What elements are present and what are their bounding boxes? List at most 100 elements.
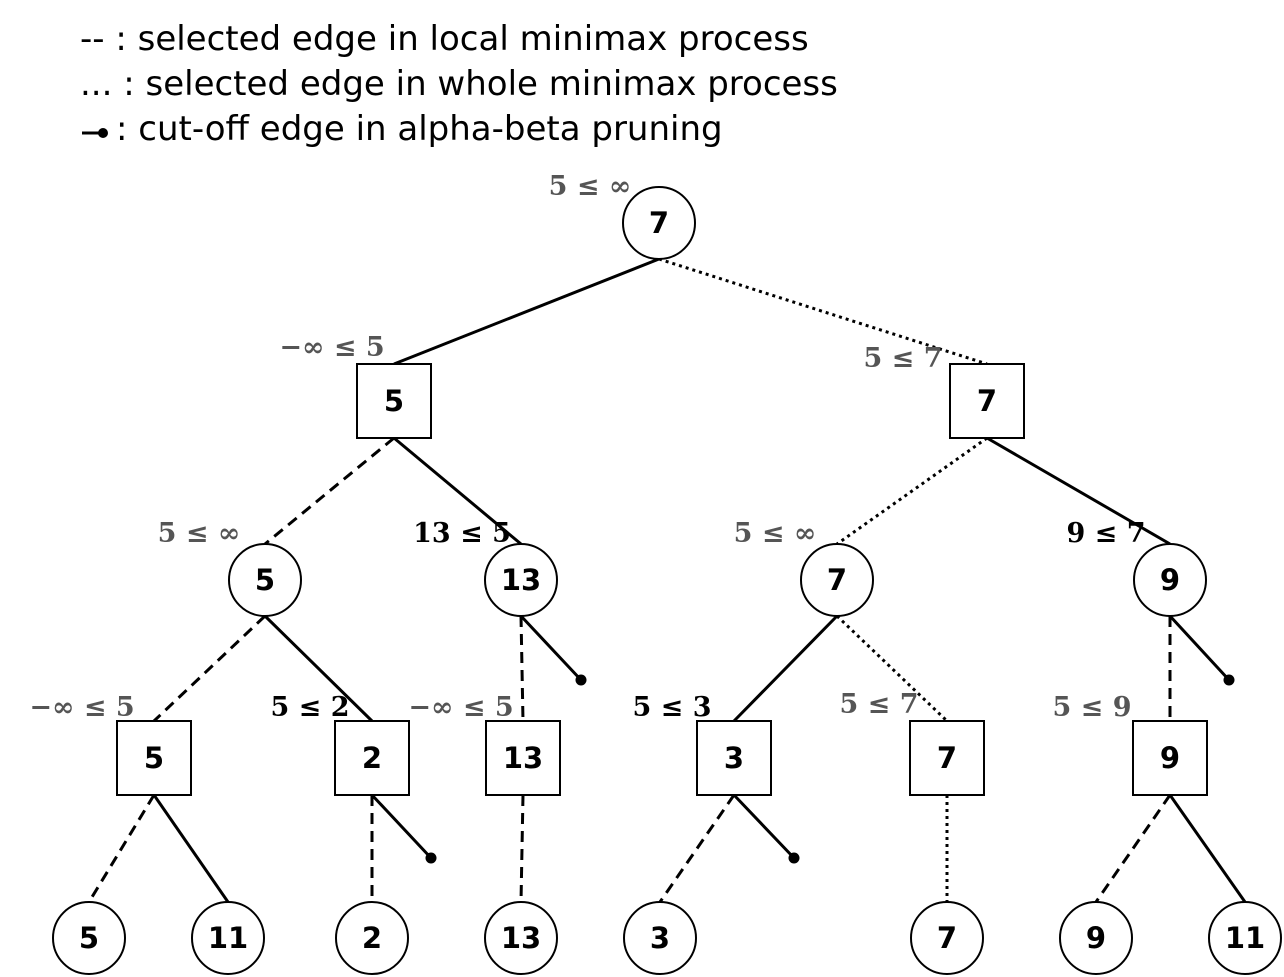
node-value: 9 bbox=[1086, 921, 1106, 955]
bound-label-max-left: −∞ ≤ 5 bbox=[279, 332, 384, 363]
node-value: 7 bbox=[977, 384, 997, 418]
node-leaf-4: 13 bbox=[484, 901, 558, 975]
node-max-6: 9 bbox=[1132, 720, 1208, 796]
node-value: 9 bbox=[1160, 563, 1180, 597]
node-max-4: 3 bbox=[696, 720, 772, 796]
node-value: 3 bbox=[650, 921, 670, 955]
node-min-4: 9 bbox=[1133, 543, 1207, 617]
node-min-3: 7 bbox=[800, 543, 874, 617]
max-node-square bbox=[696, 720, 772, 796]
edge-dashed-max-6-to-leaf-7 bbox=[1094, 794, 1172, 903]
min-node-circle bbox=[484, 543, 558, 617]
edge-dotted-root-to-max-right bbox=[658, 257, 988, 366]
bound-label-min-4: 9 ≤ 7 bbox=[1067, 518, 1146, 549]
node-value: 2 bbox=[362, 741, 382, 775]
min-node-circle bbox=[910, 901, 984, 975]
node-leaf-3: 2 bbox=[335, 901, 409, 975]
node-value: 9 bbox=[1160, 741, 1180, 775]
bound-label-max-2: 5 ≤ 2 bbox=[271, 692, 350, 723]
edge-dashed-max-left-to-min-1 bbox=[264, 436, 395, 546]
edge-solid-max-1-to-leaf-2 bbox=[152, 794, 230, 903]
max-node-square bbox=[1132, 720, 1208, 796]
node-value: 2 bbox=[362, 921, 382, 955]
legend-cutoff-text: : cut-off edge in alpha-beta pruning bbox=[116, 109, 723, 149]
node-min-2: 13 bbox=[484, 543, 558, 617]
node-max-2: 2 bbox=[334, 720, 410, 796]
edge-dashed-min-1-to-max-1 bbox=[152, 614, 267, 723]
node-leaf-7: 9 bbox=[1059, 901, 1133, 975]
edge-dashed-max-1-to-leaf-1 bbox=[87, 794, 156, 903]
bound-label-max-5: 5 ≤ 7 bbox=[840, 689, 919, 720]
legend-whole-text: ... : selected edge in whole minimax pro… bbox=[80, 64, 838, 104]
bound-label-max-4: 5 ≤ 3 bbox=[633, 692, 712, 723]
min-node-circle bbox=[484, 901, 558, 975]
node-min-1: 5 bbox=[228, 543, 302, 617]
node-leaf-6: 7 bbox=[910, 901, 984, 975]
node-value: 5 bbox=[255, 563, 275, 597]
node-max-right: 7 bbox=[949, 363, 1025, 439]
min-node-circle bbox=[1059, 901, 1133, 975]
node-value: 7 bbox=[937, 921, 957, 955]
node-max-1: 5 bbox=[116, 720, 192, 796]
bound-label-root: 5 ≤ ∞ bbox=[549, 171, 632, 202]
node-leaf-2: 11 bbox=[191, 901, 265, 975]
node-root: 7 bbox=[622, 186, 696, 260]
min-node-circle bbox=[622, 186, 696, 260]
cutoff-dot-cut-1 bbox=[575, 674, 587, 686]
cutoff-dot-cut-4 bbox=[788, 852, 800, 864]
edge-dotted-max-right-to-min-3 bbox=[836, 436, 988, 546]
node-value: 3 bbox=[724, 741, 744, 775]
edge-solid-root-to-max-left bbox=[393, 257, 660, 366]
node-value: 13 bbox=[503, 741, 543, 775]
bound-label-max-right: 5 ≤ 7 bbox=[864, 343, 943, 374]
min-node-circle bbox=[1208, 901, 1282, 975]
edge-solid-max-6-to-leaf-8 bbox=[1168, 794, 1247, 903]
cutoff-dot-cut-3 bbox=[425, 852, 437, 864]
edge-solid-min-1-to-max-2 bbox=[263, 614, 374, 723]
min-node-circle bbox=[623, 901, 697, 975]
legend: -- : selected edge in local minimax proc… bbox=[80, 19, 838, 149]
min-node-circle bbox=[335, 901, 409, 975]
edge-cutoff-max-4-to-cut-4 bbox=[732, 793, 796, 860]
max-node-square bbox=[949, 363, 1025, 439]
bound-label-max-3: −∞ ≤ 5 bbox=[408, 692, 513, 723]
tree-edges bbox=[87, 257, 1247, 903]
node-value: 11 bbox=[208, 921, 248, 955]
node-value: 7 bbox=[827, 563, 847, 597]
bound-label-min-2: 13 ≤ 5 bbox=[413, 518, 511, 549]
bound-label-min-1: 5 ≤ ∞ bbox=[158, 518, 241, 549]
node-value: 5 bbox=[79, 921, 99, 955]
node-leaf-5: 3 bbox=[623, 901, 697, 975]
min-node-circle bbox=[191, 901, 265, 975]
edge-cutoff-min-2-to-cut-1 bbox=[519, 614, 583, 682]
edge-cutoff-max-2-to-cut-3 bbox=[370, 793, 433, 860]
tree-nodes: 7 5 7 5 13 7 9 5 2 13 3 7 9 5 11 2 13 3 7 9 11 bbox=[52, 186, 1282, 975]
bound-label-max-6: 5 ≤ 9 bbox=[1053, 692, 1132, 723]
node-value: 7 bbox=[649, 206, 669, 240]
node-value: 5 bbox=[144, 741, 164, 775]
edge-cutoff-min-4-to-cut-2 bbox=[1168, 614, 1231, 682]
bound-label-min-3: 5 ≤ ∞ bbox=[734, 518, 817, 549]
legend-cutoff-dot bbox=[98, 128, 108, 138]
max-node-square bbox=[116, 720, 192, 796]
edge-dashed-min-2-to-max-3 bbox=[519, 615, 525, 722]
node-leaf-1: 5 bbox=[52, 901, 126, 975]
min-node-circle bbox=[52, 901, 126, 975]
max-node-square bbox=[356, 363, 432, 439]
edge-dashed-max-3-to-leaf-4 bbox=[519, 794, 525, 903]
edge-dotted-min-3-to-max-5 bbox=[835, 614, 949, 723]
legend-local-text: -- : selected edge in local minimax proc… bbox=[80, 19, 809, 59]
edge-solid-max-right-to-min-4 bbox=[986, 436, 1171, 546]
cutoff-dot-cut-2 bbox=[1223, 674, 1235, 686]
node-value: 11 bbox=[1225, 921, 1265, 955]
node-max-left: 5 bbox=[356, 363, 432, 439]
edge-solid-max-left-to-min-2 bbox=[393, 436, 522, 546]
node-max-5: 7 bbox=[909, 720, 985, 796]
node-value: 13 bbox=[501, 921, 541, 955]
min-node-circle bbox=[228, 543, 302, 617]
edge-solid-min-3-to-max-4 bbox=[732, 614, 839, 723]
node-max-3: 13 bbox=[485, 720, 561, 796]
node-value: 7 bbox=[937, 741, 957, 775]
bound-label-max-1: −∞ ≤ 5 bbox=[29, 692, 134, 723]
